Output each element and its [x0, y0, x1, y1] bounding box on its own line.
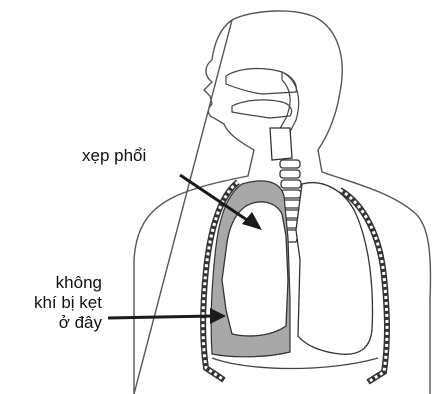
- trapped-air-label-line2: khí bị kẹt: [18, 293, 102, 313]
- arrow-trapped-air-shaft: [108, 316, 214, 318]
- trapped-air-label-line3: ở đây: [18, 313, 102, 333]
- larynx: [270, 128, 292, 160]
- oral-cavity: [232, 100, 292, 118]
- trapped-air-label-line1: không: [18, 273, 102, 293]
- nasal-cavity: [226, 69, 296, 94]
- trapped-air-label: không khí bị kẹt ở đây: [18, 273, 102, 333]
- collapsed-lung-label: xẹp phổi: [82, 146, 146, 166]
- diaphragm: [212, 358, 378, 369]
